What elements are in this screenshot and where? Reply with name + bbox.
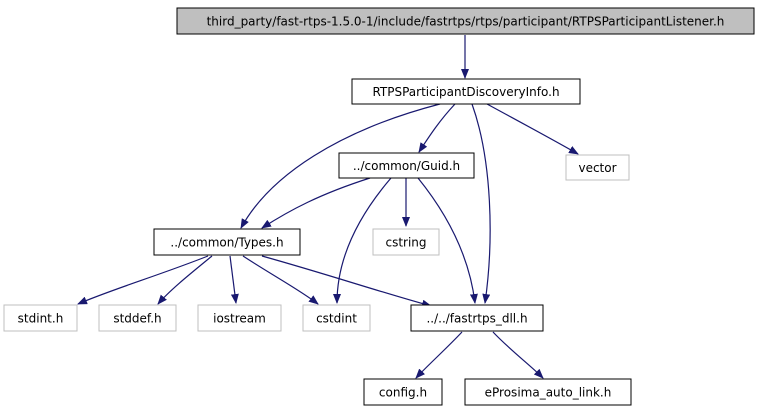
node-iostream-label: iostream: [213, 312, 266, 326]
node-config-label: config.h: [379, 386, 427, 400]
node-dll[interactable]: ../../fastrtps_dll.h: [410, 304, 544, 332]
edge-discovery-to-guid: [418, 103, 456, 153]
edge-guid-to-types: [261, 177, 371, 229]
edge-guid-to-dll: [417, 177, 478, 304]
edge-dll-to-autolink: [492, 331, 544, 379]
node-root[interactable]: third_party/fast-rtps-1.5.0-1/include/fa…: [176, 7, 755, 35]
node-iostream: iostream: [197, 304, 282, 332]
node-config[interactable]: config.h: [363, 378, 443, 406]
node-types-label: ../common/Types.h: [170, 236, 283, 250]
edge-types-to-stdint: [77, 255, 209, 305]
edge-dll-to-config: [415, 331, 463, 379]
node-cstring-label: cstring: [385, 236, 426, 250]
node-cstdint: cstdint: [302, 304, 371, 332]
node-vector: vector: [565, 154, 630, 181]
edge-discovery-to-vector: [486, 103, 579, 155]
node-cstring: cstring: [372, 228, 440, 256]
node-cstdint-label: cstdint: [316, 312, 357, 326]
node-vector-label: vector: [578, 161, 616, 175]
edge-types-to-stddef: [157, 255, 213, 305]
edges: [77, 35, 579, 379]
node-discovery-label: RTPSParticipantDiscoveryInfo.h: [372, 85, 559, 99]
edge-discovery-to-types: [240, 103, 441, 229]
node-types[interactable]: ../common/Types.h: [153, 228, 301, 256]
node-stdint-label: stdint.h: [18, 312, 64, 326]
node-autolink-label: eProsima_auto_link.h: [485, 386, 612, 400]
node-stdint: stdint.h: [3, 304, 78, 332]
edge-discovery-to-dll: [471, 103, 491, 304]
node-root-label: third_party/fast-rtps-1.5.0-1/include/fa…: [207, 15, 725, 29]
node-stddef: stddef.h: [98, 304, 177, 332]
node-dll-label: ../../fastrtps_dll.h: [426, 312, 527, 326]
node-autolink[interactable]: eProsima_auto_link.h: [464, 378, 632, 406]
node-stddef-label: stddef.h: [113, 312, 161, 326]
node-discovery[interactable]: RTPSParticipantDiscoveryInfo.h: [351, 78, 581, 105]
edge-types-to-dll: [261, 255, 432, 308]
edge-types-to-cstdint: [242, 255, 319, 305]
edge-types-to-iostream: [229, 255, 239, 304]
node-guid[interactable]: ../common/Guid.h: [338, 152, 475, 179]
edge-guid-to-cstdint: [333, 177, 392, 304]
node-guid-label: ../common/Guid.h: [353, 159, 460, 173]
